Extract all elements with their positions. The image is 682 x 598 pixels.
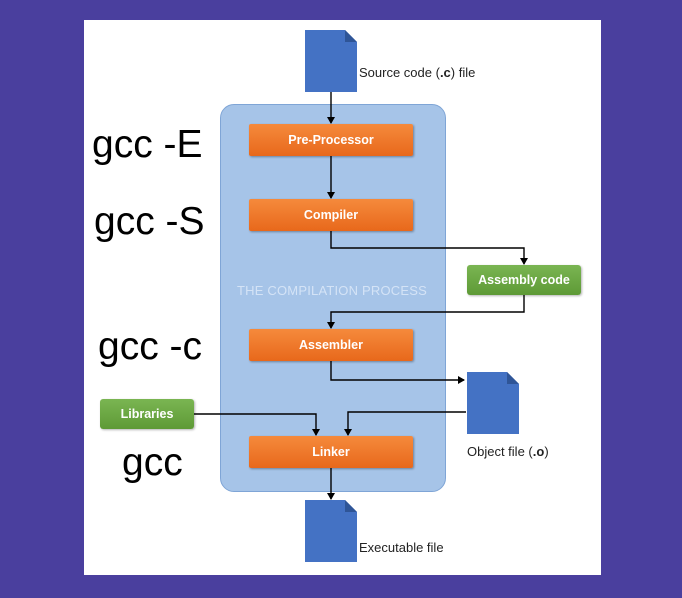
process-label: THE COMPILATION PROCESS xyxy=(237,283,427,298)
arrow-object-to-linker xyxy=(344,411,466,436)
source-file-icon xyxy=(305,30,357,92)
arrow-libraries-to-linker xyxy=(194,413,320,436)
object-file-label: Object file (.o) xyxy=(467,444,549,459)
linker-step: Linker xyxy=(249,436,413,468)
preprocessor-step: Pre-Processor xyxy=(249,124,413,156)
executable-file-label: Executable file xyxy=(359,540,444,555)
assembler-step: Assembler xyxy=(249,329,413,361)
source-file-label: Source code (.c) file xyxy=(359,65,476,80)
arrow-assembly-to-assembler xyxy=(327,295,525,329)
gcc-compile-command: gcc -S xyxy=(94,200,205,243)
executable-file-icon xyxy=(305,500,357,562)
arrow-compiler-to-assembly xyxy=(330,231,528,265)
gcc-preprocess-command: gcc -E xyxy=(92,123,203,166)
libraries-box: Libraries xyxy=(100,399,194,429)
compiler-step: Compiler xyxy=(249,199,413,231)
assembly-code-box: Assembly code xyxy=(467,265,581,295)
gcc-assemble-command: gcc -c xyxy=(98,325,203,368)
diagram-canvas: THE COMPILATION PROCESS Pre-Processor Co… xyxy=(84,20,601,575)
arrow-assembler-to-object xyxy=(330,361,465,384)
connector-arrows xyxy=(194,92,528,500)
gcc-link-command: gcc xyxy=(122,441,183,484)
object-file-icon xyxy=(467,372,519,434)
compilation-process-panel xyxy=(220,104,446,492)
